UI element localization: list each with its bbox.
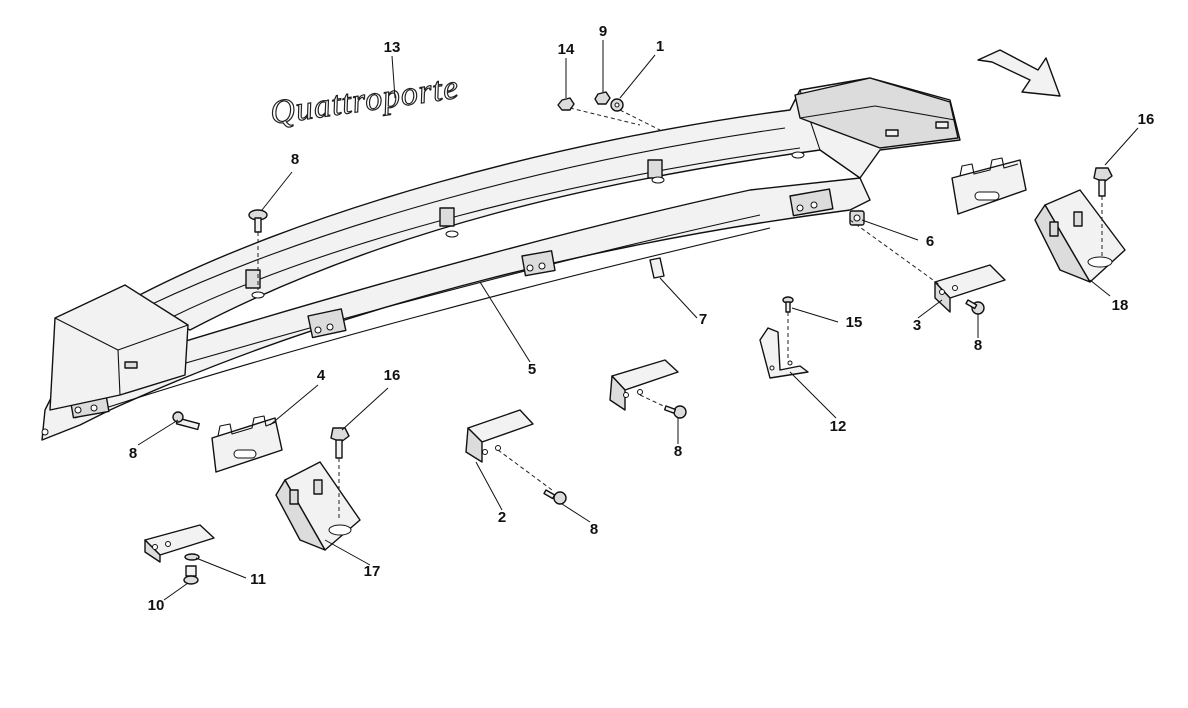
- nut-14: [557, 97, 575, 111]
- washer-11: [184, 553, 200, 561]
- hinge-bracket-right: [951, 157, 1027, 215]
- callout-4: 4: [317, 367, 326, 384]
- callout-17: 17: [364, 563, 381, 580]
- screw-8-upper: [248, 209, 268, 233]
- screw-8-bracket-2: [543, 489, 567, 505]
- support-18: [1034, 189, 1126, 283]
- callout-11: 11: [250, 571, 266, 588]
- callout-16-right: 16: [1138, 111, 1155, 128]
- callout-9: 9: [599, 23, 607, 40]
- leader-lines: [137, 40, 1139, 601]
- callout-15: 15: [846, 314, 863, 331]
- screw-8-bracket-3: [965, 299, 985, 315]
- model-badge: Quattroporte: [267, 68, 462, 132]
- hinge-bracket-4: [211, 415, 283, 473]
- callout-1: 1: [656, 38, 664, 55]
- model-badge-script: Quattroporte: [268, 69, 461, 132]
- callout-8-mid: 8: [674, 443, 682, 460]
- nut-9: [594, 91, 611, 105]
- bracket-2: [465, 409, 534, 463]
- nut-1: [610, 98, 624, 112]
- direction-arrow-icon: [977, 49, 1061, 97]
- bolt-16-right: [1093, 167, 1113, 197]
- clip-nut-6: [849, 210, 865, 226]
- bracket-mid-right: [609, 359, 679, 411]
- callout-8-upper: 8: [291, 151, 299, 168]
- callout-8-bracket-3: 8: [974, 337, 982, 354]
- callout-14: 14: [558, 41, 575, 58]
- bracket-3: [934, 264, 1006, 313]
- callout-5: 5: [528, 361, 536, 378]
- callout-8-bracket-2: 8: [590, 521, 598, 538]
- callout-18: 18: [1112, 297, 1129, 314]
- callout-10: 10: [148, 597, 165, 614]
- callout-3: 3: [913, 317, 921, 334]
- spring-clip-7: [649, 257, 665, 279]
- callout-2: 2: [498, 509, 506, 526]
- bracket-12: [759, 327, 809, 379]
- callout-12: 12: [830, 418, 847, 435]
- screw-8-left: [172, 411, 200, 431]
- callout-8-left: 8: [129, 445, 137, 462]
- support-17: [275, 461, 361, 551]
- callouts: 13 14 9 1 16 8 6 7 15 3 8 18 5 4 16 8 12…: [129, 23, 1155, 614]
- screw-8-mid: [663, 405, 687, 419]
- bolt-16-left: [330, 427, 350, 459]
- bumper-frame: [41, 77, 961, 441]
- callout-6: 6: [926, 233, 934, 250]
- screw-15: [782, 296, 794, 313]
- screw-10: [183, 565, 199, 585]
- callout-13: 13: [384, 39, 401, 56]
- bracket-lower-left: [144, 524, 215, 563]
- callout-7: 7: [699, 311, 707, 328]
- callout-16-left: 16: [384, 367, 401, 384]
